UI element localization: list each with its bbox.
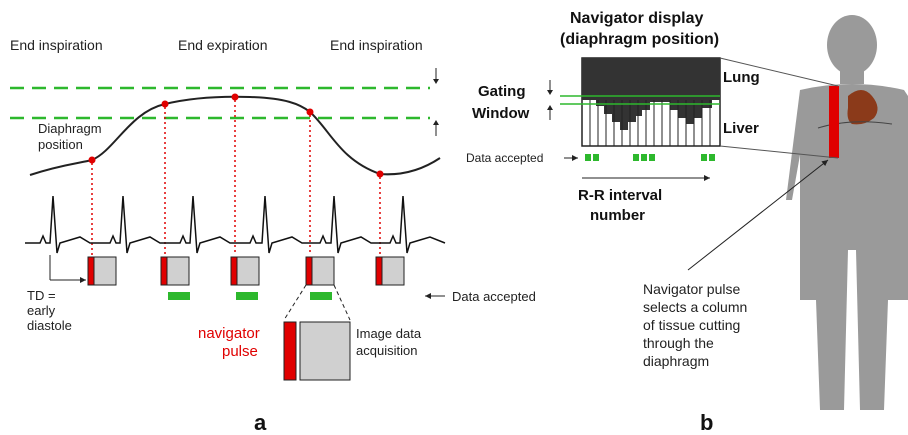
curve-point-3	[231, 93, 239, 101]
rr-label-line1: R-R interval	[578, 187, 662, 204]
acq-block-4	[305, 256, 335, 286]
curve-point-1	[88, 156, 96, 164]
caption-line-2: selects a column	[643, 299, 747, 315]
image-acquisition-label-line1: Image data	[356, 326, 422, 341]
accepted-marker-1	[168, 292, 190, 300]
acq-block-2	[160, 256, 190, 286]
data-accepted-label-a: Data accepted	[452, 289, 536, 304]
caption-pointer-arrow	[687, 159, 829, 271]
td-label-line1: TD =	[27, 288, 56, 303]
td-label-line3: diastole	[27, 318, 72, 333]
label-end-inspiration-left: End inspiration	[10, 37, 103, 53]
navigator-pulse-label-line1: navigator	[198, 325, 260, 342]
image-acquisition-label-line2: acquisition	[356, 343, 417, 358]
diaphragm-label-line1: Diaphragm	[38, 121, 102, 136]
enlarged-image-acquisition	[299, 321, 351, 381]
body-diaphragm-line	[817, 121, 893, 129]
panel-b: Navigator display (diaphragm position)	[466, 10, 908, 435]
navigator-display	[560, 57, 721, 147]
acq-block-3	[230, 256, 260, 286]
curve-point-4	[306, 108, 314, 116]
gating-window-label-line1: Gating	[478, 83, 526, 100]
navigator-pulse-label-line2: pulse	[222, 343, 258, 360]
navigator-column	[829, 86, 839, 158]
body-silhouette	[786, 15, 908, 410]
curve-point-5	[376, 170, 384, 178]
curve-point-2	[161, 100, 169, 108]
caption-line-3: of tissue cutting	[643, 317, 740, 333]
heart-icon	[847, 90, 878, 125]
gating-window-label-line2: Window	[472, 105, 530, 122]
navigator-display-title-line2: (diaphragm position)	[560, 31, 719, 48]
label-end-inspiration-right: End inspiration	[330, 37, 423, 53]
zoom-line-left	[283, 284, 307, 321]
caption-line-1: Navigator pulse	[643, 281, 740, 297]
data-accepted-label-b: Data accepted	[466, 151, 543, 165]
label-end-expiration: End expiration	[178, 37, 268, 53]
caption-line-4: through the	[643, 335, 714, 351]
ecg-trace	[25, 195, 446, 254]
panel-a: End inspiration End expiration End inspi…	[10, 37, 536, 435]
enlarged-navigator-pulse	[283, 321, 297, 381]
gating-window-arrow-up-icon	[547, 105, 553, 120]
zoom-line-right	[333, 284, 351, 321]
accepted-marker-3	[310, 292, 332, 300]
panel-letter-a: a	[254, 410, 267, 435]
connector-top	[719, 57, 839, 87]
dotted-drop-lines	[91, 100, 381, 255]
lung-label: Lung	[723, 69, 760, 86]
diaphragm-label-line2: position	[38, 137, 83, 152]
navigator-display-title-line1: Navigator display	[570, 10, 703, 27]
accepted-squares	[585, 154, 715, 161]
display-columns	[589, 100, 711, 146]
rr-label-line2: number	[590, 207, 645, 224]
gating-arrow-up-icon	[433, 120, 439, 136]
connector-bottom	[719, 145, 839, 159]
td-label-line2: early	[27, 303, 56, 318]
acq-block-5	[375, 256, 405, 286]
liver-label: Liver	[723, 120, 759, 137]
acq-block-1	[87, 256, 117, 286]
accepted-marker-2	[236, 292, 258, 300]
caption-line-5: diaphragm	[643, 353, 709, 369]
panel-letter-b: b	[700, 410, 713, 435]
gating-arrow-down-icon	[433, 68, 439, 84]
gating-window-arrow-down-icon	[547, 80, 553, 95]
